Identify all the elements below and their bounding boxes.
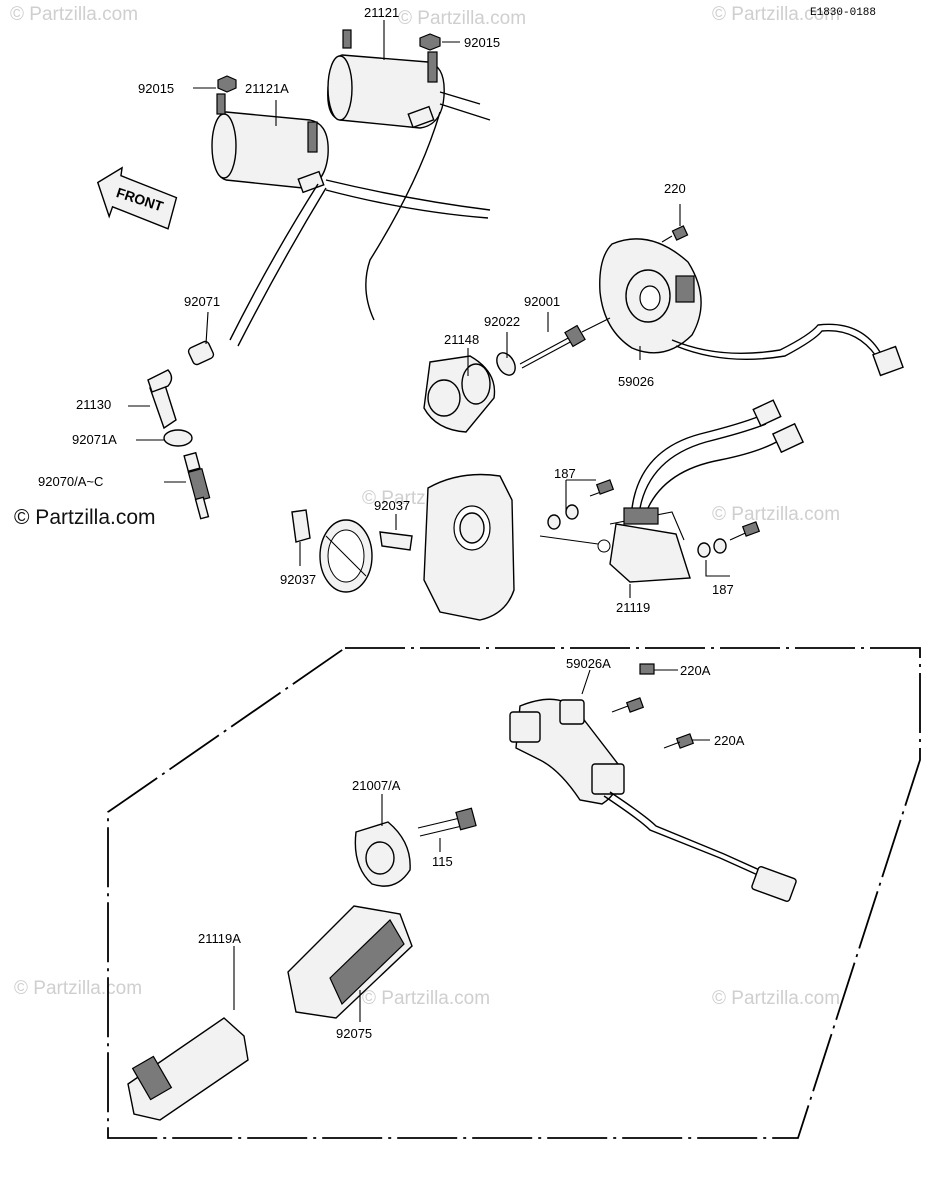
screw-220A-low (663, 733, 695, 749)
label-92022: 92022 (484, 314, 520, 329)
clip-92037-left (291, 509, 311, 543)
label-115: 115 (432, 854, 453, 869)
bolt-115 (417, 807, 477, 837)
washer-92022 (496, 352, 516, 376)
label-59026: 59026 (618, 374, 654, 389)
alternate-parts-frame (107, 647, 921, 1139)
label-92015-left: 92015 (138, 81, 174, 96)
ht-lead-c (229, 183, 319, 341)
ht-lead-b (365, 111, 441, 321)
igniter-21119A (127, 1017, 249, 1121)
pickup-cover-case (423, 473, 515, 621)
ignition-coil-21121 (327, 29, 491, 129)
pickup-assembly-59026A (509, 698, 797, 902)
spark-plug-92070 (183, 451, 211, 520)
rotor-21007A (354, 821, 411, 887)
ht-lead-c2 (237, 187, 327, 347)
label-21130: 21130 (76, 397, 111, 412)
label-92070: 92070/A~C (38, 474, 103, 489)
label-187-left: 187 (554, 466, 576, 481)
label-21121: 21121 (364, 5, 399, 20)
screw-220A-mid (611, 697, 645, 713)
front-direction-marker: FRONT (96, 166, 178, 230)
plug-cap-21130 (147, 369, 177, 430)
screw-220A-top (639, 663, 678, 675)
watermark-top-center: © Partzilla.com (398, 8, 526, 29)
label-21148: 21148 (444, 332, 479, 347)
label-92001: 92001 (524, 294, 560, 309)
bolts-187-right (697, 521, 761, 577)
watermark-mid-right: © Partzilla.com (712, 504, 840, 525)
watermark-top-right: © Partzilla.com (712, 4, 840, 25)
nut-92015-top (419, 33, 460, 51)
ht-lead-a2 (325, 189, 489, 219)
label-92037-bottom: 92037 (280, 572, 316, 587)
watermark-low-left: © Partzilla.com (14, 978, 142, 999)
label-92075: 92075 (336, 1026, 372, 1041)
ht-lead-a (325, 179, 491, 211)
bolts-187-left (547, 479, 615, 530)
label-21121A: 21121A (245, 81, 289, 96)
watermark-low-center: © Partzilla.com (362, 988, 490, 1009)
watermark-left-dark: © Partzilla.com (14, 506, 156, 529)
seal-92071A (163, 429, 193, 447)
label-220A-mid: 220A (714, 733, 745, 748)
gasket-cover (319, 519, 373, 593)
label-187-right: 187 (712, 582, 734, 597)
label-21119A: 21119A (198, 931, 241, 946)
reference-code: E1830-0188 (810, 7, 876, 19)
watermark-top-left: © Partzilla.com (10, 4, 138, 25)
leader-lines (128, 20, 710, 1022)
label-59026A: 59026A (566, 656, 611, 671)
ignition-coil-21121A (211, 93, 329, 194)
label-220A-top: 220A (680, 663, 711, 678)
clip-92037-right (379, 531, 413, 551)
pickup-assembly-59026 (599, 238, 904, 377)
label-220: 220 (664, 181, 686, 196)
igniter-92075 (287, 905, 413, 1019)
nut-92015-left (193, 75, 237, 93)
label-92037-top: 92037 (374, 498, 410, 513)
plug-cap-92071 (187, 340, 215, 366)
label-92071: 92071 (184, 294, 220, 309)
label-21119: 21119 (616, 600, 650, 615)
label-21007A: 21007/A (352, 778, 401, 793)
screw-220 (661, 204, 689, 243)
label-92071A: 92071A (72, 432, 117, 447)
label-92015-top: 92015 (464, 35, 500, 50)
regulator-21119 (539, 399, 805, 583)
watermark-low-right: © Partzilla.com (712, 988, 840, 1009)
bolt-92001 (519, 317, 611, 369)
timing-rotor-21148 (423, 355, 496, 433)
